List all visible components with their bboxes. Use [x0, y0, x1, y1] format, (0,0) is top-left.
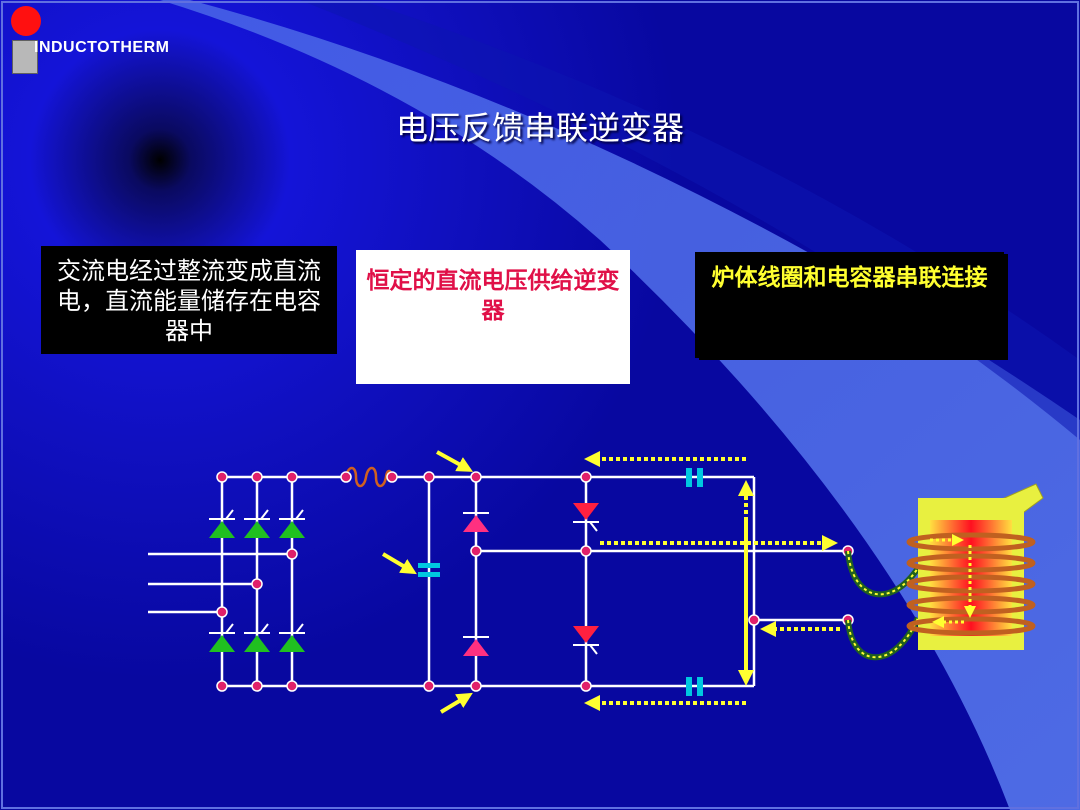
coil-leads	[845, 550, 921, 661]
rectifier-callout: 交流电经过整流变成直流电，直流能量储存在电容器中	[41, 246, 337, 354]
logo-dot-icon	[11, 6, 41, 36]
rectifier-thyristor-icons	[209, 509, 305, 652]
logo-text: INDUCTOTHERM	[34, 39, 170, 56]
circuit-nodes	[216, 471, 854, 692]
furnace-callout: 炉体线圈和电容器串联连接	[695, 252, 1004, 358]
inverter-switch-icons	[463, 503, 599, 656]
thyristor-icon	[573, 503, 599, 532]
capacitor-icon	[418, 468, 703, 696]
thyristor-icon	[279, 623, 305, 652]
thyristor-icon	[244, 623, 270, 652]
thyristor-icon	[244, 509, 270, 538]
logo-square-icon	[12, 40, 38, 74]
slide-title: 电压反馈串联逆变器	[395, 109, 684, 147]
thyristor-icon	[573, 626, 599, 655]
thyristor-icon	[279, 509, 305, 538]
thyristor-icon	[209, 623, 235, 652]
diode-icon	[463, 636, 489, 656]
pointer-arrows	[381, 450, 474, 714]
dc-link-callout: 恒定的直流电压供给逆变器	[356, 250, 630, 384]
furnace-coil-icon	[906, 483, 1044, 650]
current-flow-arrows	[584, 451, 840, 711]
inductor-icon	[344, 466, 394, 488]
thyristor-icon	[209, 509, 235, 538]
diode-icon	[463, 512, 489, 532]
